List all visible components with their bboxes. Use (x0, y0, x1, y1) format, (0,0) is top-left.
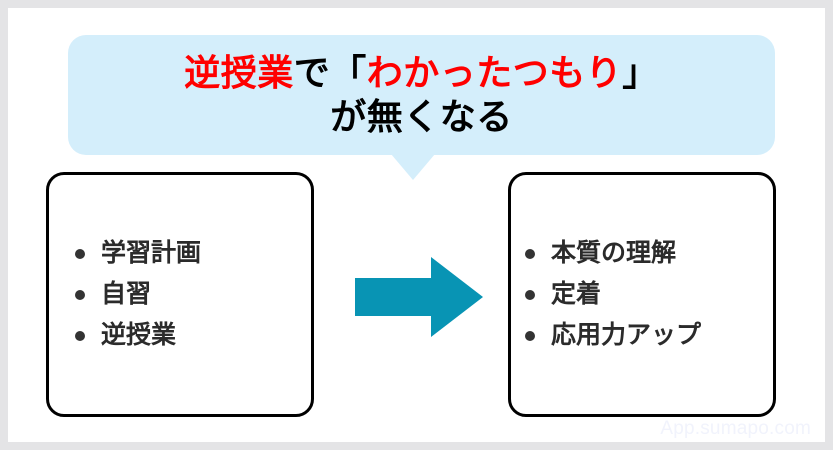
input-activities-panel: 学習計画 自習 逆授業 (46, 172, 314, 417)
right-bullet-list: 本質の理解 定着 応用力アップ (511, 233, 773, 356)
list-item: 学習計画 (75, 233, 311, 274)
speech-bubble-tail-icon (391, 154, 435, 180)
outcomes-panel: 本質の理解 定着 応用力アップ (508, 172, 776, 417)
bullet-dot-icon (75, 289, 85, 300)
list-item: 逆授業 (75, 315, 311, 356)
bullet-dot-icon (525, 289, 535, 300)
bullet-dot-icon (525, 248, 535, 259)
list-item-label: 自習 (101, 280, 152, 308)
right-arrow-icon (355, 257, 483, 337)
bullet-dot-icon (75, 330, 85, 341)
list-item-label: 応用力アップ (551, 321, 702, 349)
watermark: App.sumapo.com (660, 418, 811, 439)
list-item: 応用力アップ (525, 315, 773, 356)
left-bullet-list: 学習計画 自習 逆授業 (49, 233, 311, 356)
list-item-label: 定着 (551, 280, 602, 308)
headline-keyword-2: わかったつもり (366, 52, 623, 94)
figure-canvas: 逆授業で「わかったつもり」 が無くなる 学習計画 自習 逆授業 (8, 8, 825, 442)
list-item-label: 学習計画 (101, 239, 202, 267)
headline-closing-bracket: 」 (622, 52, 659, 94)
list-item: 定着 (525, 274, 773, 315)
list-item: 本質の理解 (525, 233, 773, 274)
headline-keyword-1: 逆授業 (184, 52, 294, 94)
list-item-label: 逆授業 (101, 321, 177, 349)
headline-speech-bubble: 逆授業で「わかったつもり」 が無くなる (68, 35, 775, 155)
headline-connector: で「 (293, 52, 367, 94)
list-item: 自習 (75, 274, 311, 315)
headline-line-1: 逆授業で「わかったつもり」 (184, 51, 659, 95)
headline-line-2: が無くなる (330, 96, 513, 137)
list-item-label: 本質の理解 (551, 239, 677, 267)
bullet-dot-icon (525, 330, 535, 341)
bullet-dot-icon (75, 248, 85, 259)
